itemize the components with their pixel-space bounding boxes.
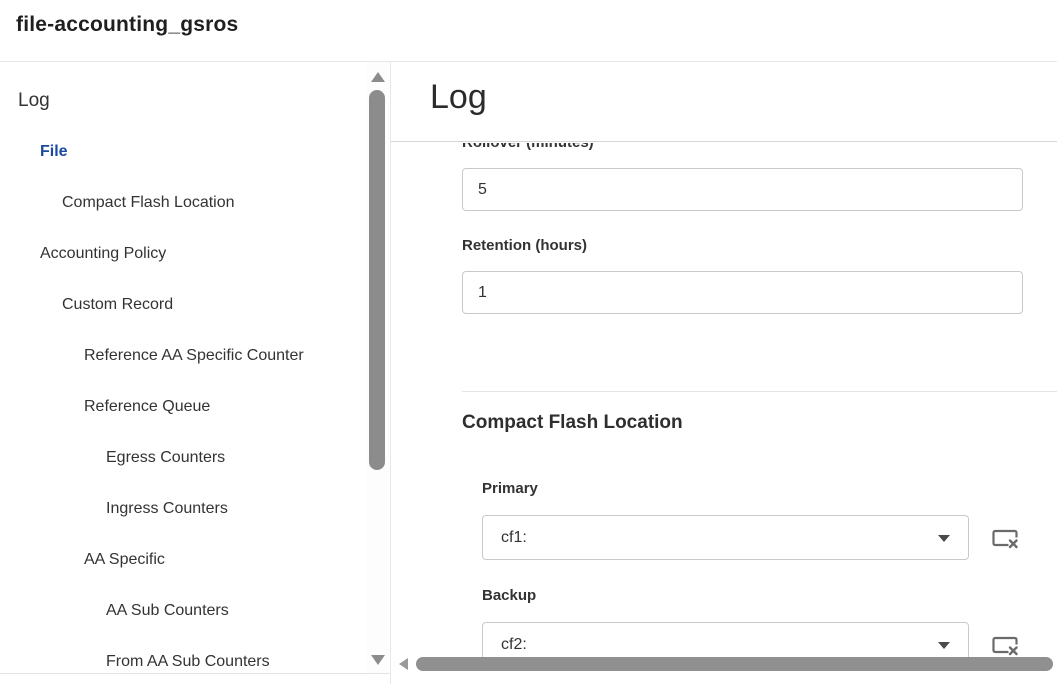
vertical-scrollbar-thumb[interactable] [369,90,385,470]
main-heading: Log [430,78,487,116]
primary-dropdown[interactable]: cf1: [482,515,969,560]
sidebar-item-label: Accounting Policy [40,244,167,262]
sidebar-item-label: File [40,142,68,160]
sidebar-item-from-aa-sub-counters[interactable]: From AA Sub Counters [0,636,366,673]
backup-label: Backup [482,587,537,604]
main-header: Log [391,62,1057,142]
sidebar-item-egress-counters[interactable]: Egress Counters [0,432,366,483]
title-bar: file-accounting_gsros [0,0,1057,62]
sidebar-item-aa-specific[interactable]: AA Specific [0,534,366,585]
primary-dropdown-row: cf1: [482,515,1057,560]
sidebar-item-log[interactable]: Log [0,75,366,126]
retention-label: Retention (hours) [462,237,587,254]
sidebar-item-label: AA Specific [84,550,165,568]
rollover-label: Rollover (minutes) [462,143,1057,152]
compact-flash-section-heading: Compact Flash Location [462,412,683,433]
clear-field-icon [992,636,1018,655]
section-divider [462,391,1057,392]
sidebar-item-label: From AA Sub Counters [106,652,270,670]
vertical-scrollbar[interactable] [366,62,390,673]
sidebar-item-reference-queue[interactable]: Reference Queue [0,381,366,432]
sidebar-item-reference-aa-specific-counter[interactable]: Reference AA Specific Counter [0,330,366,381]
sidebar-item-label: Compact Flash Location [62,193,235,211]
sidebar-item-aa-sub-counters[interactable]: AA Sub Counters [0,585,366,636]
retention-input[interactable] [462,271,1023,314]
scroll-up-arrow-icon[interactable] [371,72,385,82]
sidebar-item-compact-flash-location[interactable]: Compact Flash Location [0,177,366,228]
horizontal-scrollbar-thumb[interactable] [416,657,1053,671]
backup-dropdown-value: cf2: [501,635,527,653]
sidebar-item-label: Egress Counters [106,448,226,466]
primary-dropdown-value: cf1: [501,528,527,546]
horizontal-scrollbar[interactable] [391,657,1057,684]
sidebar-item-label: Ingress Counters [106,499,228,517]
scroll-left-arrow-icon[interactable] [399,658,408,670]
sidebar-item-accounting-policy[interactable]: Accounting Policy [0,228,366,279]
sidebar-item-ingress-counters[interactable]: Ingress Counters [0,483,366,534]
sidebar-item-label: Reference AA Specific Counter [84,346,304,364]
page-title: file-accounting_gsros [16,13,239,36]
chevron-down-icon [938,641,950,649]
primary-label: Primary [482,480,538,497]
backup-clear-button[interactable] [991,633,1019,657]
clear-field-icon [992,529,1018,548]
rollover-input[interactable] [462,168,1023,211]
sidebar-item-label: Log [18,89,50,111]
sidebar-item-label: AA Sub Counters [106,601,229,619]
main-panel: Log Rollover (minutes) Retention (hours)… [390,62,1057,684]
sidebar-item-custom-record[interactable]: Custom Record [0,279,366,330]
primary-clear-button[interactable] [991,526,1019,550]
scroll-down-arrow-icon[interactable] [371,655,385,665]
sidebar-item-label: Reference Queue [84,397,211,415]
sidebar-item-file[interactable]: File [0,126,366,177]
sidebar-item-label: Custom Record [62,295,174,313]
chevron-down-icon [938,534,950,542]
form-scroll-area: Rollover (minutes) Retention (hours) Com… [391,143,1057,684]
